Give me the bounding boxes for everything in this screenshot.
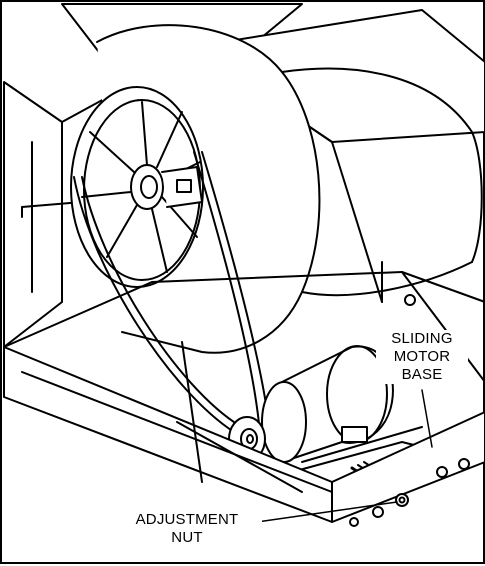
callout-leaders [256,389,433,523]
adjustment-nut [395,493,409,507]
label-line-2: MOTOR [393,348,451,365]
blower-motor [261,345,394,463]
label-line-3: BASE [401,366,443,383]
label-line-1: ADJUSTMENT [135,511,239,528]
blower-pulley [70,86,204,288]
drive-belt [73,151,271,435]
adjustment-nut-label: ADJUSTMENT NUT [112,511,262,547]
label-line-1: SLIDING [391,330,453,347]
base-frame [3,271,485,523]
rail-holes [349,294,470,527]
label-line-2: NUT [171,529,203,546]
sliding-motor-base-label: SLIDING MOTOR BASE [376,330,468,384]
